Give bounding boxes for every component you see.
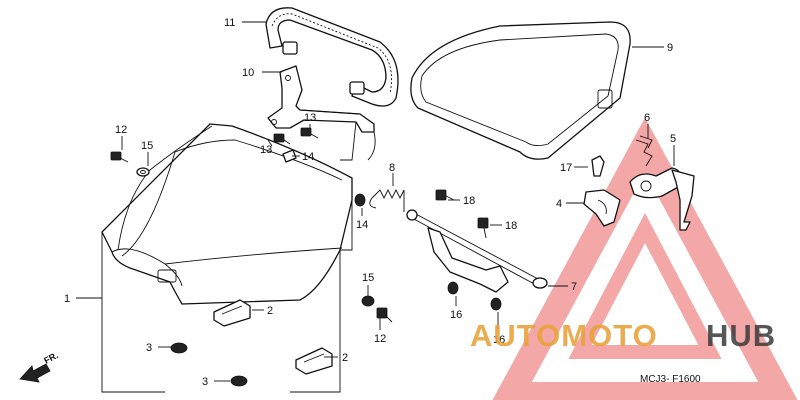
damper-2-lower (295, 347, 333, 375)
watermark-triangle (492, 117, 798, 400)
callout-2: 2 (342, 352, 348, 364)
bolt-18-lower (477, 217, 489, 239)
nut-14-lower (354, 193, 366, 207)
bolt-12-lower (376, 307, 393, 323)
callout-13: 13 (304, 112, 316, 124)
callout-labels: 1 2 2 3 3 4 5 6 7 8 9 10 11 12 12 13 13 … (64, 17, 676, 388)
leader-lines (76, 21, 675, 382)
damper-2-upper (213, 299, 251, 327)
washer-15-lower (361, 295, 375, 307)
callout-14: 14 (356, 219, 368, 231)
callout-2: 2 (267, 305, 273, 317)
watermark-text-automoto: AUTOMOTO (470, 318, 658, 353)
direction-label: FR. (42, 350, 59, 366)
callout-4: 4 (556, 198, 562, 210)
lock-cable-part (635, 135, 653, 167)
callout-14: 14 (302, 151, 314, 163)
callout-9: 9 (667, 42, 673, 54)
pillion-seat-part (410, 21, 631, 160)
callout-6: 6 (644, 112, 650, 124)
callout-12: 12 (374, 333, 386, 345)
watermark-text-hub: HUB (706, 318, 776, 353)
callout-15: 15 (141, 140, 153, 152)
grommet-16-left (447, 281, 459, 295)
watermark-logo: AUTOMOTO HUB (470, 318, 776, 353)
diagram-code: MCJ3- F1600 (640, 374, 701, 385)
screw-17-part (591, 155, 605, 177)
callout-15: 15 (362, 272, 374, 284)
callout-5: 5 (670, 133, 676, 145)
callout-10: 10 (242, 67, 254, 79)
cushion-3-upper (170, 342, 188, 354)
nut-14-upper (282, 149, 297, 163)
callout-11: 11 (224, 17, 235, 29)
callout-13: 13 (260, 144, 272, 156)
callout-18: 18 (463, 195, 475, 207)
bolt-12-upper (110, 151, 129, 163)
callout-7: 7 (571, 281, 577, 293)
grommet-16-right (490, 297, 502, 311)
cushion-3-lower (230, 375, 248, 387)
key-cylinder-part (629, 167, 695, 231)
bolt-18-upper (435, 189, 455, 201)
callout-18: 18 (505, 220, 517, 232)
hinge-rod-part (406, 209, 548, 293)
front-direction-arrow: FR. (19, 350, 60, 383)
callout-8: 8 (389, 162, 395, 174)
callout-1: 1 (64, 293, 70, 305)
reference-frame-lines (101, 200, 353, 393)
main-seat-part (101, 123, 353, 305)
callout-16: 16 (493, 334, 505, 346)
callout-3: 3 (202, 376, 208, 388)
callout-3: 3 (146, 342, 152, 354)
bolt-13-lower (273, 133, 291, 145)
lock-holder-part (583, 189, 621, 227)
callout-17: 17 (560, 162, 572, 174)
spring-part (369, 188, 405, 212)
callout-12: 12 (115, 124, 127, 136)
callout-16: 16 (450, 309, 462, 321)
bolt-13-upper (300, 127, 319, 139)
washer-15-upper (136, 167, 150, 177)
grab-strap-part (265, 7, 399, 107)
seat-bracket-part (267, 65, 376, 161)
